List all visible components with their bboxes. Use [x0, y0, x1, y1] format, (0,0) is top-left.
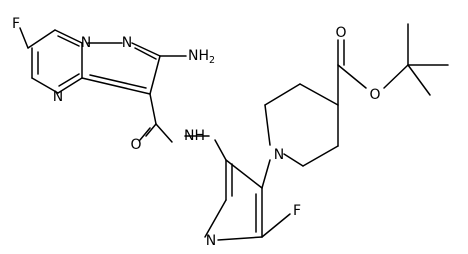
atom-f-top: F: [12, 16, 20, 32]
atom-nh2: NH2: [188, 48, 215, 66]
atom-o-carbonyl: O: [335, 25, 346, 41]
atom-f-bottom: F: [293, 203, 301, 219]
atom-n-pyrimidine: N: [53, 89, 63, 105]
atom-o-ester: O: [369, 87, 380, 103]
atom-nh-amide: NH: [184, 128, 205, 144]
atom-nh2-subscript: 2: [209, 55, 215, 66]
atom-nh2-main: NH: [188, 48, 209, 64]
atom-n-pyrazole: N: [122, 35, 132, 51]
atom-n-bridge: N: [81, 35, 91, 51]
atom-o-amide: O: [130, 137, 141, 153]
atom-n-piperidine: N: [274, 147, 284, 163]
atom-n-pyridine: N: [206, 233, 216, 249]
atom-label-layer: F N N NH2 N O NH N O O N F: [12, 16, 381, 249]
bond-layer: [19, 23, 449, 241]
